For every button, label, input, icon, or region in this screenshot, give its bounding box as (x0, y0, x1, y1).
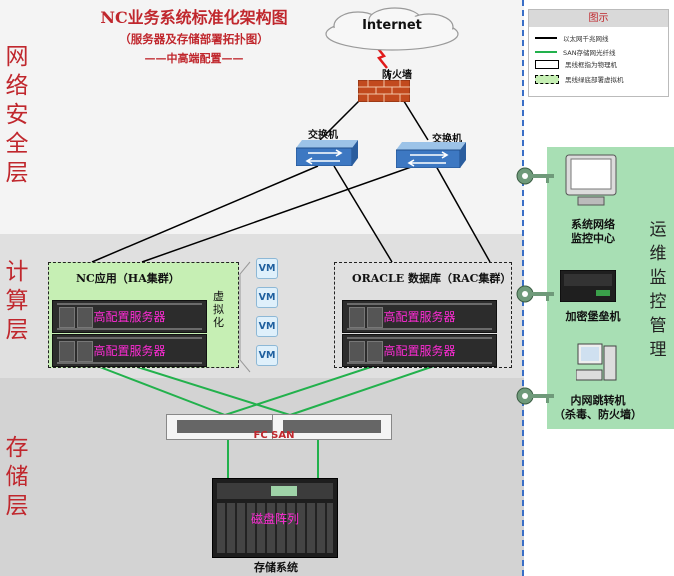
storage-system-label: 存储系统 (254, 561, 298, 574)
legend: 图示 以太网千兆网线 SAN存储网光纤线 黑线框指为物理机 黑线绿底部署虚拟机 (528, 9, 669, 97)
bastion-icon (560, 270, 616, 302)
db-server-1: 高配置服务器 (342, 300, 497, 333)
server-label: 高配置服务器 (93, 310, 166, 324)
db-server-2: 高配置服务器 (342, 334, 497, 367)
key-icon (516, 167, 554, 185)
internet-cloud-icon (325, 7, 459, 51)
bastion-label: 加密堡垒机 (565, 310, 621, 323)
firewall-label: 防火墙 (382, 70, 412, 81)
title-sub: （服务器及存储部署拓扑图） (119, 32, 269, 46)
firewall-icon (358, 80, 410, 102)
title-main: NC业务系统标准化架构图 (100, 8, 288, 27)
server-label: 高配置服务器 (93, 344, 166, 358)
legend-san: SAN存储网光纤线 (563, 49, 616, 57)
desktop-computer-icon (576, 343, 617, 381)
switch-left-label: 交换机 (308, 130, 338, 141)
key-icon (516, 285, 554, 303)
nc-server-1: 高配置服务器 (52, 300, 207, 333)
fc-san-label: FC SAN (253, 430, 295, 441)
switch-right-label: 交换机 (432, 134, 462, 145)
legend-virtual: 黑线绿底部署虚拟机 (565, 76, 624, 84)
server-label: 高配置服务器 (383, 344, 456, 358)
legend-ethernet: 以太网千兆网线 (563, 35, 609, 43)
disk-array (212, 478, 338, 558)
vm-1: VM (256, 258, 278, 279)
layer-label-compute: 计算层 (5, 259, 29, 343)
vm-4: VM (256, 345, 278, 366)
key-icon (516, 387, 554, 405)
internet-label: Internet (362, 18, 422, 33)
legend-title: 图示 (529, 10, 668, 27)
disk-array-label: 磁盘阵列 (250, 512, 299, 526)
db-cluster-label: ORACLE 数据库（RAC集群） (352, 272, 512, 285)
ops-panel-label: 运维监控管理 (649, 220, 667, 360)
switch-left-icon (296, 140, 358, 166)
nc-server-2: 高配置服务器 (52, 334, 207, 367)
title-config: ——中高端配置—— (144, 52, 244, 65)
jump-server-label: 内网跳转机 （杀毒、防火墙） (554, 394, 642, 421)
oracle-rac-cluster (334, 262, 512, 368)
monitor-center-label: 系统网络 监控中心 (571, 218, 615, 245)
diagram-title: NC业务系统标准化架构图 （服务器及存储部署拓扑图） ——中高端配置—— (44, 4, 344, 66)
fc-san-switch-right (272, 414, 392, 440)
monitor-icon (565, 154, 617, 206)
switch-right-icon (396, 142, 466, 168)
vm-3: VM (256, 316, 278, 337)
virtualization-label: 虚拟化 (213, 290, 224, 329)
server-label: 高配置服务器 (383, 310, 456, 324)
layer-label-storage: 存储层 (5, 435, 29, 519)
nc-cluster-label: NC应用（HA集群） (76, 272, 180, 285)
layer-label-network: 网络安全层 (5, 44, 29, 186)
vm-2: VM (256, 287, 278, 308)
legend-physical: 黑线框指为物理机 (565, 61, 617, 69)
